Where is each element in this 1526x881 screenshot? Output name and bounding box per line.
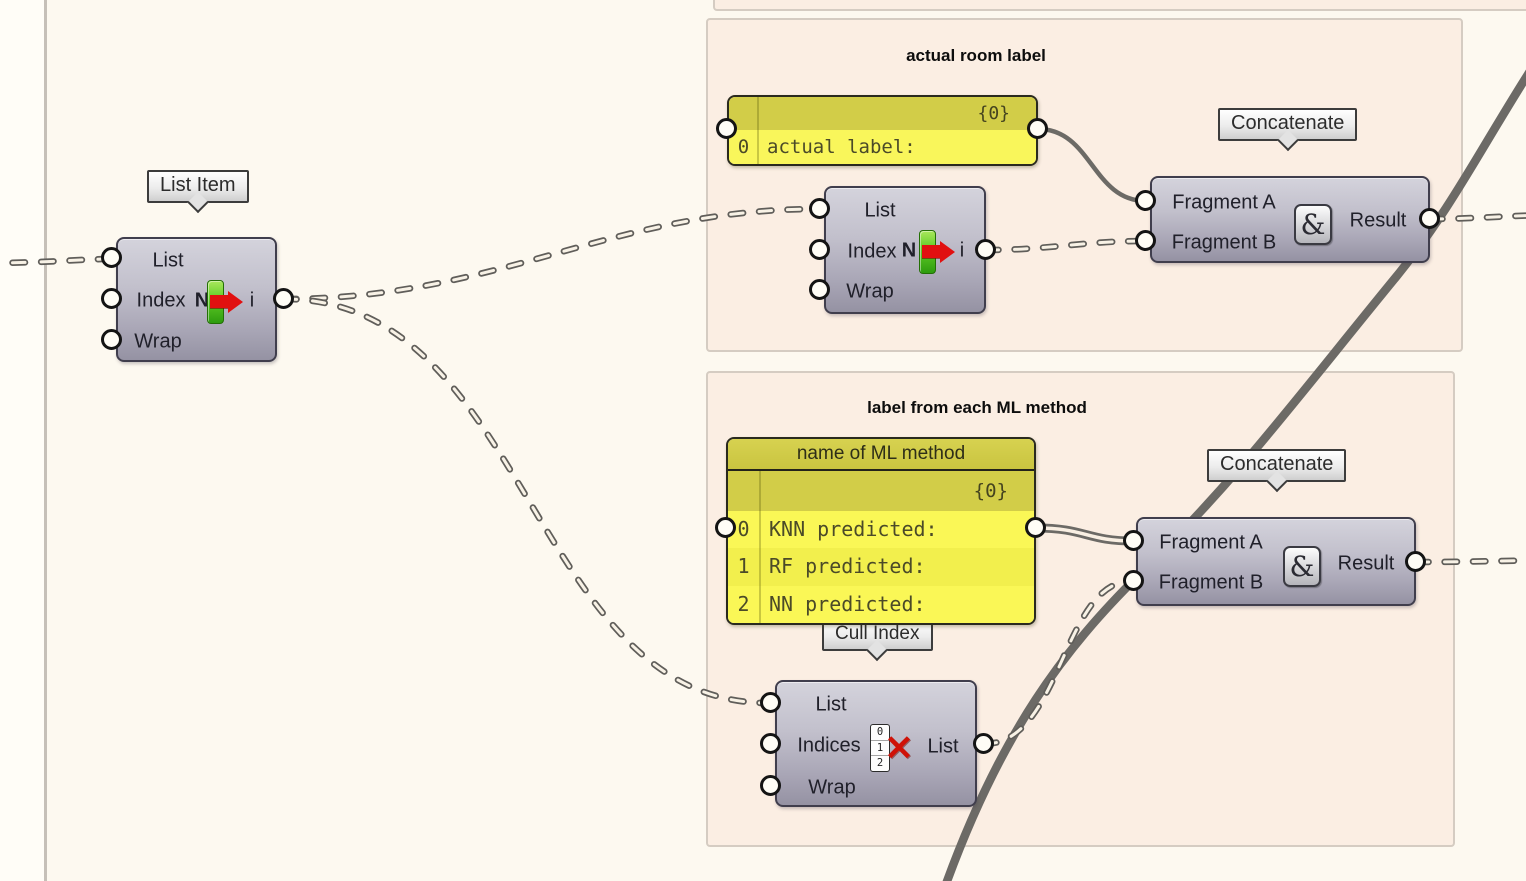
component-cull-index[interactable]: List Indices Wrap 0 1 2 ✕ List bbox=[775, 680, 977, 807]
c1-fragment-b-port[interactable] bbox=[1135, 230, 1156, 251]
wire-li1-to-cull-list[interactable] bbox=[280, 295, 772, 707]
cull-input-indices-label: Indices bbox=[797, 734, 861, 757]
cull-icon-red-x: ✕ bbox=[884, 729, 914, 768]
ampersand-glyph: & bbox=[1289, 550, 1315, 583]
li1-input-list-label: List bbox=[152, 249, 184, 272]
panel1-row-text: actual label: bbox=[767, 136, 916, 158]
tooltip-concatenate-1: Concatenate bbox=[1218, 108, 1358, 141]
panel1-path: {0} bbox=[729, 97, 1036, 130]
panel1-row: 0 actual label: bbox=[729, 130, 1036, 164]
panel2-row1-index: 1 bbox=[737, 554, 750, 579]
list-item-icon-arrow bbox=[210, 295, 228, 308]
ampersand-glyph: & bbox=[1300, 208, 1326, 241]
list-item-icon-arrowhead bbox=[940, 240, 955, 263]
c2-fragment-b-label: Fragment B bbox=[1158, 571, 1264, 594]
li2-index-input-port[interactable] bbox=[809, 239, 830, 260]
component-list-item-2[interactable]: List Index Wrap N i bbox=[824, 186, 986, 314]
component-concatenate-1[interactable]: Fragment A Fragment B & Result bbox=[1150, 176, 1430, 263]
c2-result-label: Result bbox=[1337, 552, 1395, 575]
panel2-row0-text: KNN predicted: bbox=[769, 517, 938, 541]
li2-output-port[interactable] bbox=[975, 239, 996, 260]
li2-output-i-label: i bbox=[959, 239, 965, 262]
panel2-row: 1 RF predicted: bbox=[728, 548, 1034, 586]
c2-fragment-a-port[interactable] bbox=[1123, 530, 1144, 551]
canvas-left-strip bbox=[0, 0, 44, 881]
c1-result-port[interactable] bbox=[1419, 208, 1440, 229]
li2-wrap-input-port[interactable] bbox=[809, 279, 830, 300]
panel-ml-names[interactable]: name of ML method {0} 0 KNN predicted: 1… bbox=[726, 437, 1036, 625]
li1-output-port[interactable] bbox=[273, 288, 294, 309]
panel2-title: name of ML method bbox=[728, 439, 1034, 471]
li2-icon-n-label: N bbox=[901, 239, 917, 262]
li1-output-i-label: i bbox=[249, 289, 255, 312]
cull-list-input-port[interactable] bbox=[760, 692, 781, 713]
c2-fragment-b-port[interactable] bbox=[1123, 570, 1144, 591]
cull-icon-digit-0: 0 bbox=[871, 725, 889, 741]
panel1-index-divider bbox=[757, 97, 759, 164]
panel2-path: {0} bbox=[728, 471, 1034, 511]
panel1-output-port[interactable] bbox=[1027, 118, 1048, 139]
component-concatenate-2[interactable]: Fragment A Fragment B & Result bbox=[1136, 517, 1416, 606]
li2-input-index-label: Index bbox=[847, 240, 897, 263]
cull-input-list-label: List bbox=[815, 693, 847, 716]
concatenate-icon: & bbox=[1283, 546, 1321, 587]
canvas-grid-line bbox=[44, 0, 47, 881]
cull-indices-input-port[interactable] bbox=[760, 733, 781, 754]
cull-output-port[interactable] bbox=[973, 733, 994, 754]
panel-actual-label[interactable]: {0} 0 actual label: bbox=[727, 95, 1038, 166]
list-item-icon bbox=[204, 279, 264, 324]
panel1-row-index: 0 bbox=[737, 136, 750, 158]
c1-fragment-a-port[interactable] bbox=[1135, 190, 1156, 211]
group-title-actual-room-label: actual room label bbox=[906, 46, 1046, 65]
li1-wrap-input-port[interactable] bbox=[101, 329, 122, 350]
li2-input-wrap-label: Wrap bbox=[846, 280, 894, 303]
cull-icon-digit-1: 1 bbox=[871, 741, 889, 757]
cull-index-icon: 0 1 2 bbox=[870, 724, 890, 772]
li1-list-input-port[interactable] bbox=[101, 247, 122, 268]
c2-fragment-a-label: Fragment A bbox=[1159, 531, 1263, 554]
cull-output-list-label: List bbox=[927, 735, 959, 758]
li1-input-wrap-label: Wrap bbox=[134, 330, 182, 353]
panel2-input-port[interactable] bbox=[715, 517, 736, 538]
list-item-icon-arrow bbox=[922, 245, 940, 258]
cull-input-wrap-label: Wrap bbox=[808, 776, 856, 799]
panel2-index-divider bbox=[759, 471, 761, 623]
concatenate-icon: & bbox=[1294, 204, 1332, 245]
panel2-row: 0 KNN predicted: bbox=[728, 511, 1034, 549]
li1-input-index-label: Index bbox=[136, 289, 186, 312]
c1-result-label: Result bbox=[1349, 209, 1407, 232]
li1-index-input-port[interactable] bbox=[101, 288, 122, 309]
c1-fragment-a-label: Fragment A bbox=[1172, 191, 1276, 214]
panel1-input-port[interactable] bbox=[716, 118, 737, 139]
li1-icon-n-label: N bbox=[194, 289, 210, 312]
c2-result-port[interactable] bbox=[1405, 551, 1426, 572]
li2-input-list-label: List bbox=[864, 199, 896, 222]
panel2-row: 2 NN predicted: bbox=[728, 585, 1034, 623]
tooltip-list-item: List Item bbox=[147, 170, 249, 203]
panel2-row2-index: 2 bbox=[737, 591, 750, 616]
tooltip-concatenate-2: Concatenate bbox=[1207, 449, 1347, 482]
c1-fragment-b-label: Fragment B bbox=[1171, 231, 1277, 254]
panel2-row2-text: NN predicted: bbox=[769, 591, 926, 616]
group-title-ml-method: label from each ML method bbox=[867, 398, 1087, 417]
group-top-partial[interactable] bbox=[713, 0, 1526, 11]
li2-list-input-port[interactable] bbox=[809, 198, 830, 219]
cull-icon-digit-2: 2 bbox=[876, 757, 884, 770]
list-item-icon bbox=[916, 229, 976, 274]
component-list-item-1[interactable]: List Index Wrap N i bbox=[116, 237, 277, 362]
panel2-row1-text: RF predicted: bbox=[769, 554, 926, 579]
panel2-output-port[interactable] bbox=[1025, 517, 1046, 538]
cull-wrap-input-port[interactable] bbox=[760, 775, 781, 796]
list-item-icon-arrowhead bbox=[228, 290, 243, 313]
